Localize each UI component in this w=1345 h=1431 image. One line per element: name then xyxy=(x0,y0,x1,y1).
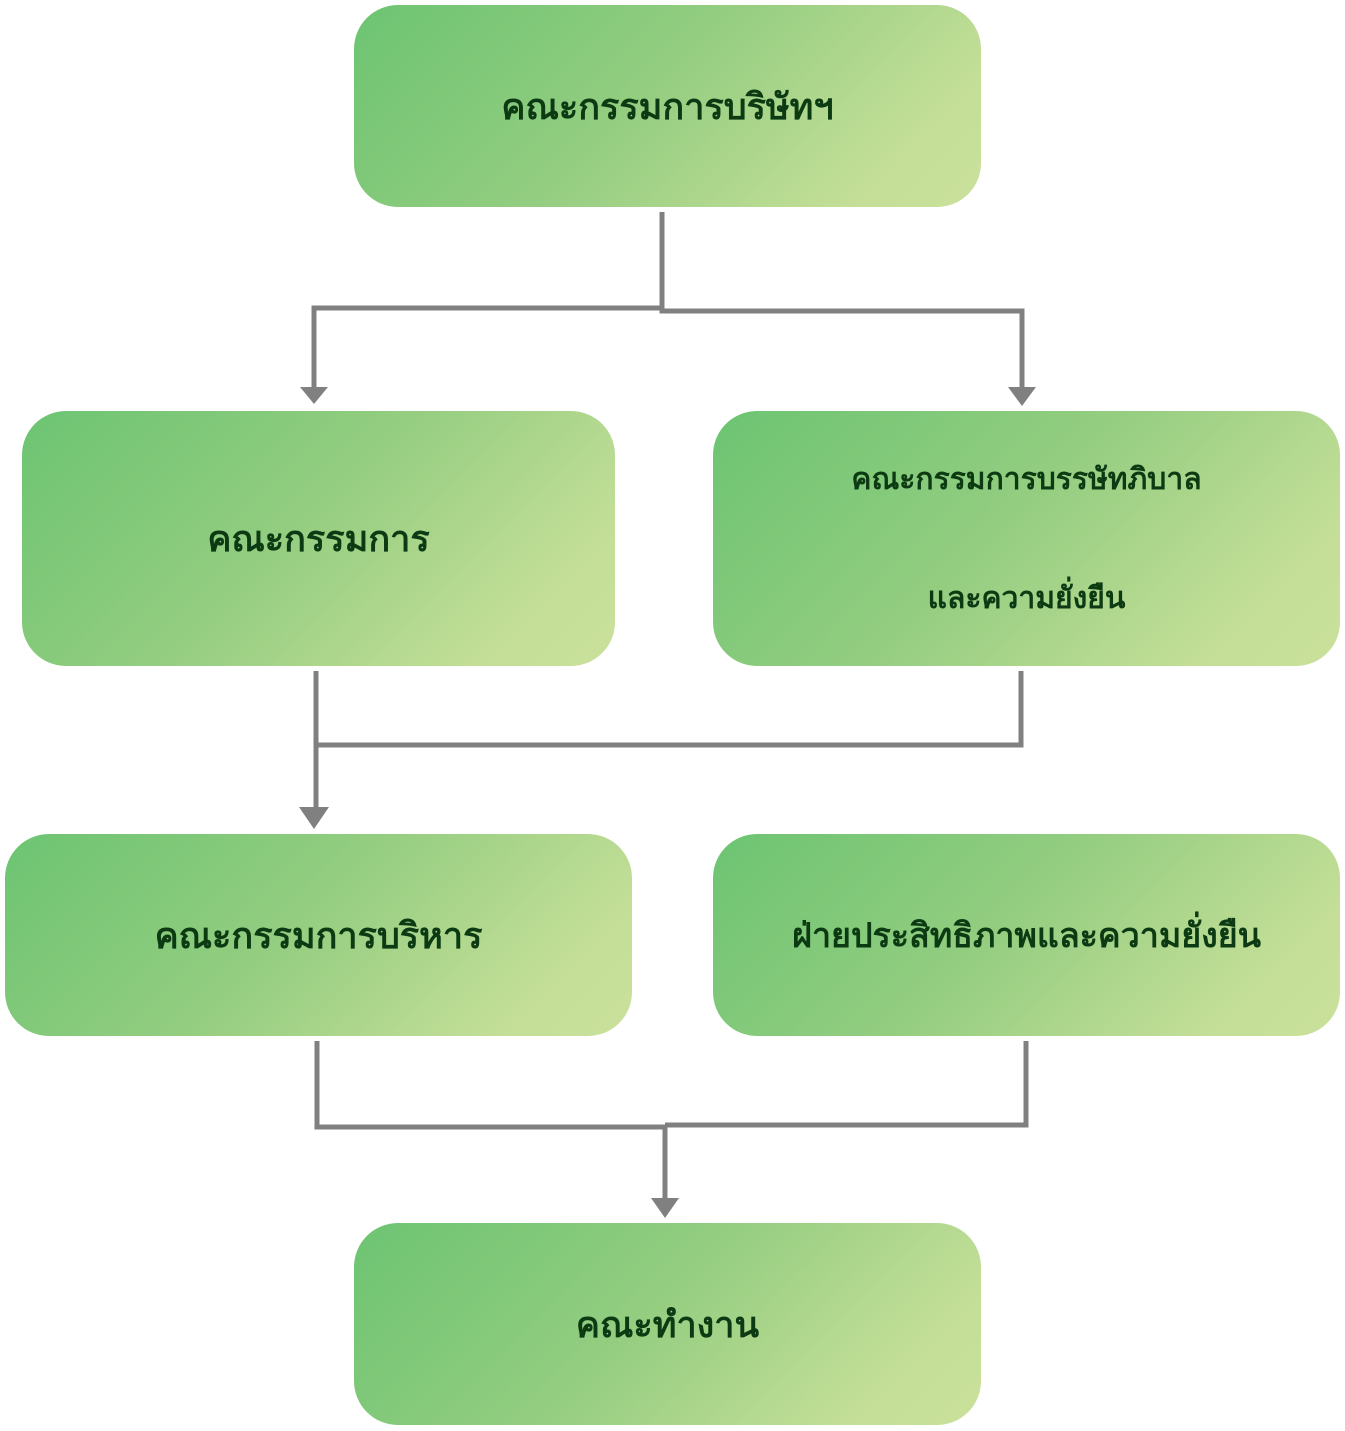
node-executive-label: คณะกรรมการบริหาร xyxy=(154,915,483,957)
edge-executive-to-working xyxy=(314,1041,668,1200)
edge-governance-to-executive xyxy=(314,671,1024,748)
node-board-of-directors: คณะกรรมการบริษัทฯ xyxy=(354,5,981,207)
arrowhead-working xyxy=(651,1198,679,1218)
node-committee-label: คณะกรรมการ xyxy=(207,519,430,560)
edge-board-to-committee xyxy=(311,212,665,390)
edge-board-to-governance xyxy=(659,308,1025,390)
node-working-group: คณะทำงาน xyxy=(354,1223,981,1425)
arrowhead-executive xyxy=(299,807,329,829)
node-efficiency-department: ฝ่ายประสิทธิภาพและความยั่งยืน xyxy=(713,834,1340,1036)
arrowhead-committee xyxy=(300,387,328,404)
node-working-label: คณะทำงาน xyxy=(575,1304,760,1346)
node-efficiency-label: ฝ่ายประสิทธิภาพและความยั่งยืน xyxy=(792,916,1261,956)
node-governance-committee: คณะกรรมการบรรษัทภิบาล และความยั่งยืน xyxy=(713,411,1340,666)
arrowhead-governance xyxy=(1008,387,1036,406)
node-governance-label-line1: คณะกรรมการบรรษัทภิบาล xyxy=(851,461,1202,497)
node-executive-committee: คณะกรรมการบริหาร xyxy=(5,834,632,1036)
node-committee: คณะกรรมการ xyxy=(22,411,615,666)
node-governance-label-line2: และความยั่งยืน xyxy=(927,580,1126,616)
edge-efficiency-to-working xyxy=(665,1041,1029,1128)
node-board-label: คณะกรรมการบริษัทฯ xyxy=(501,86,834,128)
